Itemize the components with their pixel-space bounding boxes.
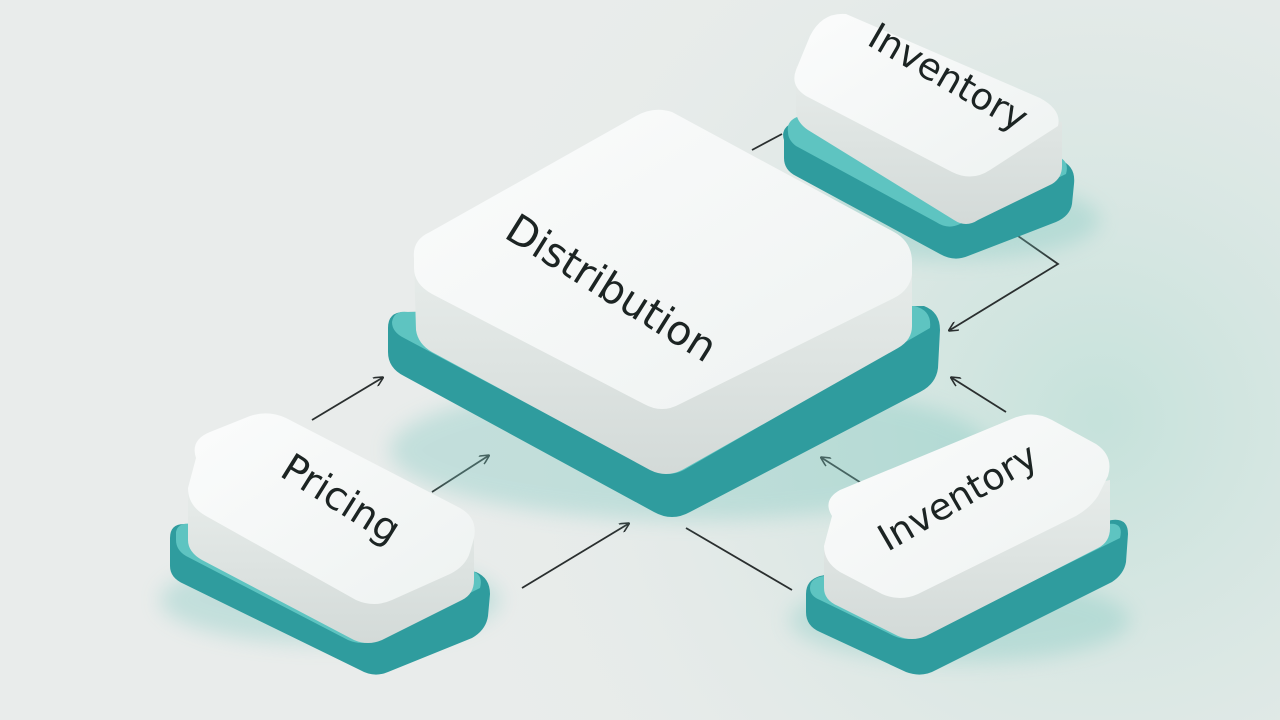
connector-distribution-to-inventory-bottom: [685, 527, 793, 591]
block-inventory-top-top: [794, 13, 1059, 177]
block-pricing-top: [188, 413, 475, 604]
block-distribution: Distribution: [388, 109, 990, 520]
block-inventory-bottom: Inventory: [790, 414, 1130, 675]
connector-distribution-to-inventory-top: [751, 133, 783, 151]
block-inventory-bottom-top: [824, 414, 1110, 598]
block-inventory-top: Inventory: [783, 13, 1100, 260]
arrow-pricing-to-distribution-1: [311, 378, 382, 421]
arrow-inventory-bottom-to-distribution-2: [952, 378, 1007, 413]
block-distribution-top: [413, 109, 912, 409]
arrow-bottom-to-distribution-1: [521, 524, 628, 589]
